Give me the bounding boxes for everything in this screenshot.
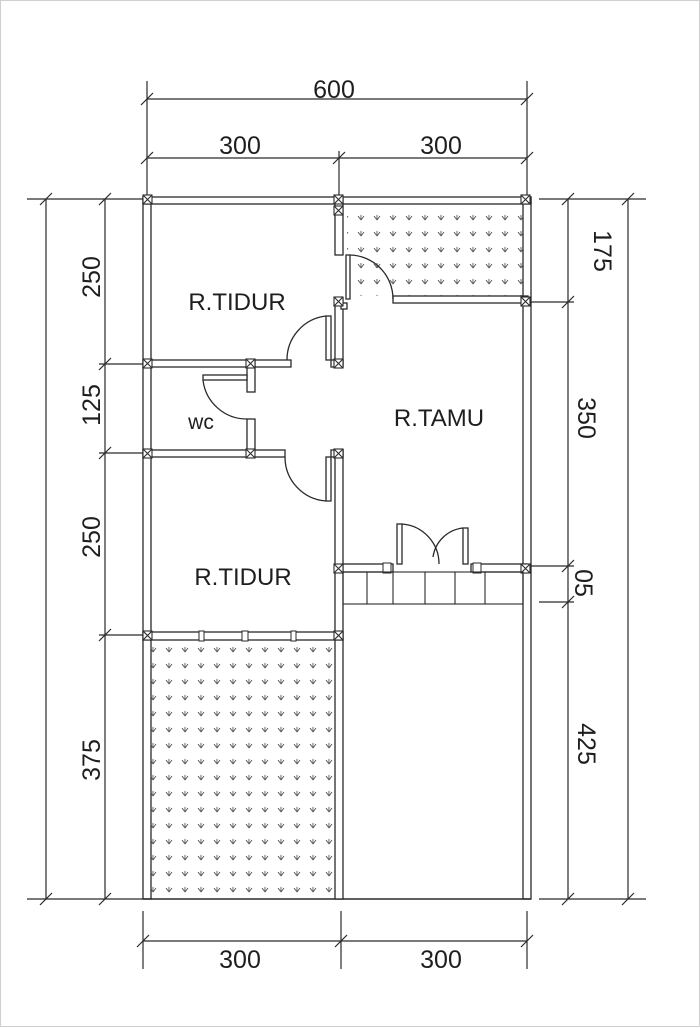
- dim-bottom-right: 300: [420, 946, 462, 974]
- dim-right-2: 350: [572, 397, 600, 439]
- doors: [202, 254, 469, 565]
- dim-left-3: 250: [78, 516, 106, 558]
- porch-steps: [342, 571, 524, 605]
- top-right-garden: [347, 204, 523, 296]
- dim-left-4: 375: [78, 739, 106, 781]
- room-label-wc: wc: [187, 411, 214, 434]
- dim-right-1: 175: [588, 230, 616, 272]
- dim-left-2: 125: [78, 384, 106, 426]
- room-label-bedroom-bottom: R.TIDUR: [194, 564, 291, 591]
- room-label-bedroom-top: R.TIDUR: [188, 289, 285, 316]
- dimension-lines: [27, 81, 646, 969]
- left-outer-wall: [142, 196, 152, 900]
- top-left-wall: [142, 196, 340, 205]
- columns: [142, 194, 531, 641]
- dim-top-total: 600: [313, 76, 355, 104]
- dim-top-left: 300: [219, 132, 261, 160]
- dim-left-1: 250: [78, 256, 106, 298]
- window-marks: [198, 562, 482, 642]
- bottom-left-garden: [151, 643, 335, 893]
- dim-right-3: 05: [569, 569, 597, 597]
- top-right-wall: [338, 196, 532, 205]
- dim-right-4: 425: [572, 723, 600, 765]
- dim-top-right: 300: [420, 132, 462, 160]
- room-label-living-room: R.TAMU: [394, 405, 484, 432]
- dim-bottom-left: 300: [219, 946, 261, 974]
